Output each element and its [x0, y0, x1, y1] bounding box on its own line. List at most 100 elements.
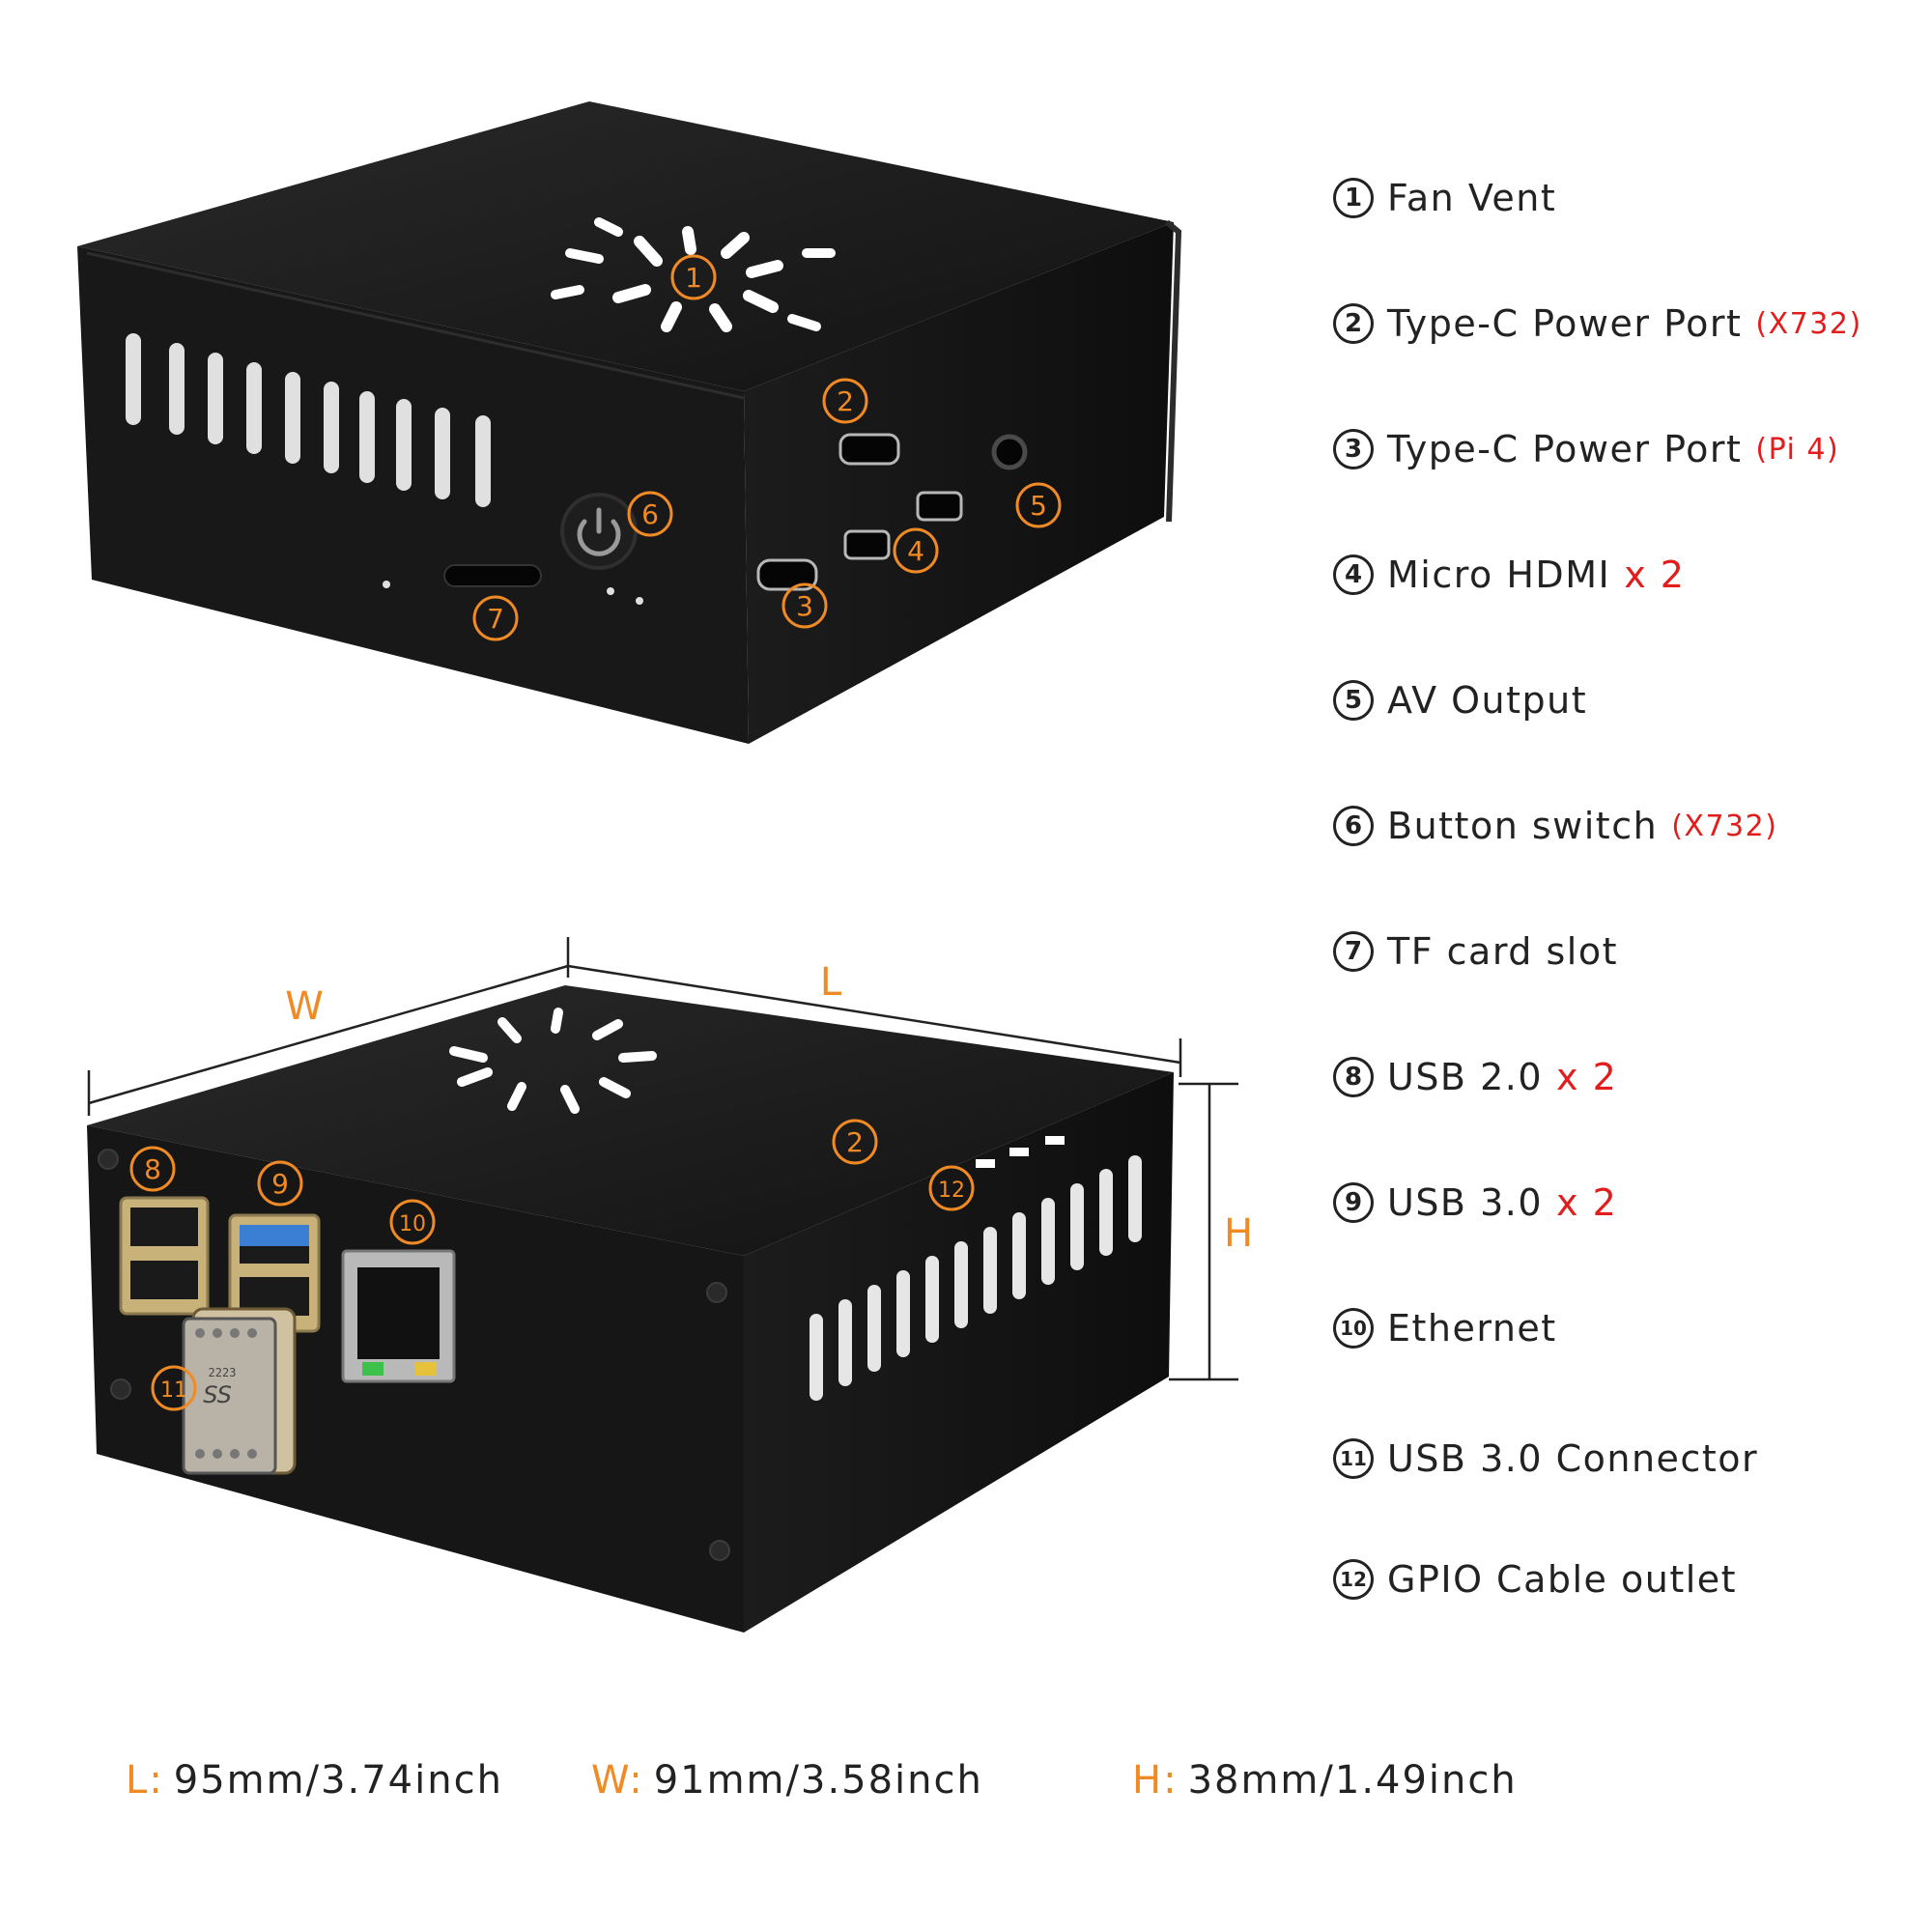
dimension-width: W:91mm/3.58inch	[591, 1758, 983, 1803]
number-6-icon: 6	[1333, 806, 1374, 846]
svg-text:5: 5	[1030, 490, 1047, 522]
legend-label: Type-C Power Port	[1387, 428, 1743, 470]
legend-item-4: 4 Micro HDMI x 2	[1333, 541, 1685, 609]
legend-label: TF card slot	[1387, 930, 1618, 973]
callout-4: 4	[893, 527, 939, 574]
number-11-icon: 11	[1333, 1438, 1374, 1479]
case-right-panel	[744, 222, 1174, 744]
dimension-w-label: W	[285, 984, 324, 1029]
svg-text:9: 9	[271, 1168, 289, 1200]
power-button-icon	[560, 493, 638, 570]
dimension-l-label: L	[820, 960, 842, 1005]
callout-2: 2	[832, 1119, 878, 1165]
callouts-back: 8 9 10 11 2 12	[129, 1119, 975, 1411]
legend-item-3: 3 Type-C Power Port (Pi 4)	[1333, 415, 1839, 483]
number-3-icon: 3	[1333, 429, 1374, 469]
case-back-view: 2223 SS 8 9 10 11 2 12 W L H	[87, 937, 1253, 1633]
gpio-cable-outlet	[976, 1136, 1065, 1168]
legend-label: Micro HDMI	[1387, 554, 1611, 596]
side-vent-slots	[810, 1155, 1142, 1401]
dimension-height: H:38mm/1.49inch	[1132, 1758, 1518, 1803]
dimension-h-label: H	[1224, 1211, 1253, 1256]
legend-item-7: 7 TF card slot	[1333, 918, 1618, 985]
case-front-view: 1 2 3 4 5 6 7	[77, 101, 1182, 744]
callout-5: 5	[1015, 482, 1062, 528]
number-4-icon: 4	[1333, 554, 1374, 595]
callout-7: 7	[472, 595, 519, 641]
screw-icon	[98, 1149, 730, 1561]
dimension-value: 91mm/3.58inch	[653, 1758, 983, 1803]
callout-1: 1	[670, 254, 717, 300]
usb-c-port-x732	[838, 433, 900, 466]
case-top-panel	[87, 985, 1174, 1256]
number-1-icon: 1	[1333, 178, 1374, 218]
legend-label: USB 3.0 Connector	[1387, 1437, 1759, 1480]
callouts-front: 1 2 3 4 5 6 7	[472, 254, 1062, 641]
legend-label: Fan Vent	[1387, 177, 1557, 219]
svg-text:8: 8	[144, 1153, 161, 1185]
number-2-icon: 2	[1333, 303, 1374, 344]
legend-item-11: 11 USB 3.0 Connector	[1333, 1425, 1758, 1492]
dimension-key: H:	[1132, 1758, 1179, 1803]
ethernet-port	[341, 1249, 456, 1383]
callout-6: 6	[627, 491, 673, 537]
svg-text:1: 1	[685, 262, 702, 294]
svg-text:11: 11	[160, 1378, 187, 1403]
svg-text:10: 10	[399, 1212, 426, 1236]
fan-vent	[449, 1008, 657, 1114]
case-side-panel	[744, 1072, 1174, 1633]
legend-label: GPIO Cable outlet	[1387, 1558, 1738, 1601]
legend-label: AV Output	[1387, 679, 1588, 722]
legend-label: Button switch	[1387, 805, 1659, 847]
micro-hdmi-port	[843, 529, 891, 560]
legend-item-6: 6 Button switch (X732)	[1333, 792, 1777, 860]
micro-hdmi-port	[916, 491, 963, 522]
legend-label: Ethernet	[1387, 1307, 1557, 1350]
svg-text:6: 6	[641, 498, 659, 530]
legend-item-2: 2 Type-C Power Port (X732)	[1333, 290, 1862, 357]
callout-3: 3	[781, 582, 828, 629]
av-jack	[991, 434, 1028, 470]
dimension-lines	[87, 937, 1238, 1381]
legend-note: x 2	[1556, 1056, 1618, 1098]
dimension-value: 38mm/1.49inch	[1187, 1758, 1518, 1803]
legend-item-10: 10 Ethernet	[1333, 1294, 1557, 1362]
svg-text:4: 4	[907, 535, 924, 567]
callout-8: 8	[129, 1146, 176, 1192]
dimension-key: L:	[126, 1758, 164, 1803]
legend-label: Type-C Power Port	[1387, 302, 1743, 345]
dimension-value: 95mm/3.74inch	[173, 1758, 503, 1803]
usb-c-port-pi4	[756, 558, 818, 591]
legend-label: USB 2.0	[1387, 1056, 1544, 1098]
number-9-icon: 9	[1333, 1182, 1374, 1223]
tf-card-slot	[443, 564, 542, 587]
side-vent-slots	[126, 333, 491, 507]
usb-connector-logo: SS	[203, 1381, 232, 1408]
callout-11: 11	[151, 1365, 197, 1411]
dimensions-row: L:95mm/3.74inch W:91mm/3.58inch H:38mm/1…	[0, 1758, 1932, 1835]
legend-note: (X732)	[1671, 809, 1778, 843]
case-left-panel	[77, 246, 749, 744]
dimension-length: L:95mm/3.74inch	[126, 1758, 503, 1803]
legend-item-12: 12 GPIO Cable outlet	[1333, 1546, 1737, 1613]
legend-label: USB 3.0	[1387, 1181, 1544, 1224]
case-top-panel	[77, 101, 1174, 391]
usb-connector-code: 2223	[209, 1366, 237, 1379]
svg-text:12: 12	[938, 1179, 965, 1203]
number-10-icon: 10	[1333, 1308, 1374, 1349]
legend-note: (X732)	[1755, 306, 1862, 341]
svg-text:2: 2	[837, 385, 854, 417]
callout-2: 2	[822, 378, 868, 424]
legend-item-5: 5 AV Output	[1333, 667, 1587, 734]
legend-note: x 2	[1624, 554, 1686, 596]
dimension-key: W:	[591, 1758, 644, 1803]
legend-note: x 2	[1556, 1181, 1618, 1224]
callout-9: 9	[257, 1160, 303, 1207]
legend-note: (Pi 4)	[1755, 432, 1840, 467]
usb-2-ports	[119, 1196, 210, 1316]
legend-item-8: 8 USB 2.0 x 2	[1333, 1043, 1617, 1111]
svg-text:3: 3	[796, 590, 813, 622]
legend-item-1: 1 Fan Vent	[1333, 164, 1556, 232]
number-8-icon: 8	[1333, 1057, 1374, 1097]
